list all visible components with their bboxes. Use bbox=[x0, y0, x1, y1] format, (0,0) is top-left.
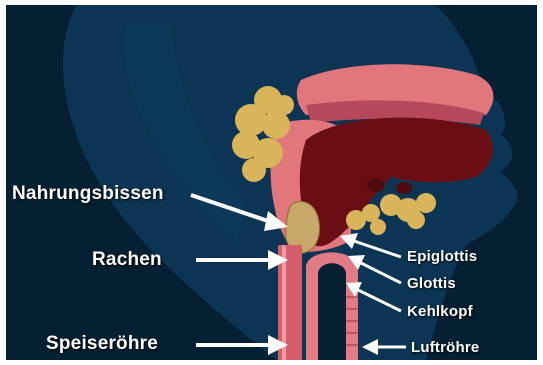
label-trachea: Luftröhre bbox=[411, 339, 479, 356]
label-bolus: Nahrungsbissen bbox=[12, 183, 164, 205]
illustration-panel: Nahrungsbissen Rachen Speiseröhre Epiglo… bbox=[6, 5, 537, 360]
label-esophagus: Speiseröhre bbox=[46, 333, 158, 355]
label-glottis: Glottis bbox=[407, 275, 456, 292]
label-larynx: Kehlkopf bbox=[407, 303, 473, 320]
tongue-nodule-2 bbox=[396, 182, 412, 194]
trachea-lumen bbox=[318, 263, 346, 360]
tongue-nodule bbox=[367, 178, 385, 192]
label-pharynx: Rachen bbox=[92, 249, 162, 271]
label-epiglottis: Epiglottis bbox=[407, 248, 477, 265]
